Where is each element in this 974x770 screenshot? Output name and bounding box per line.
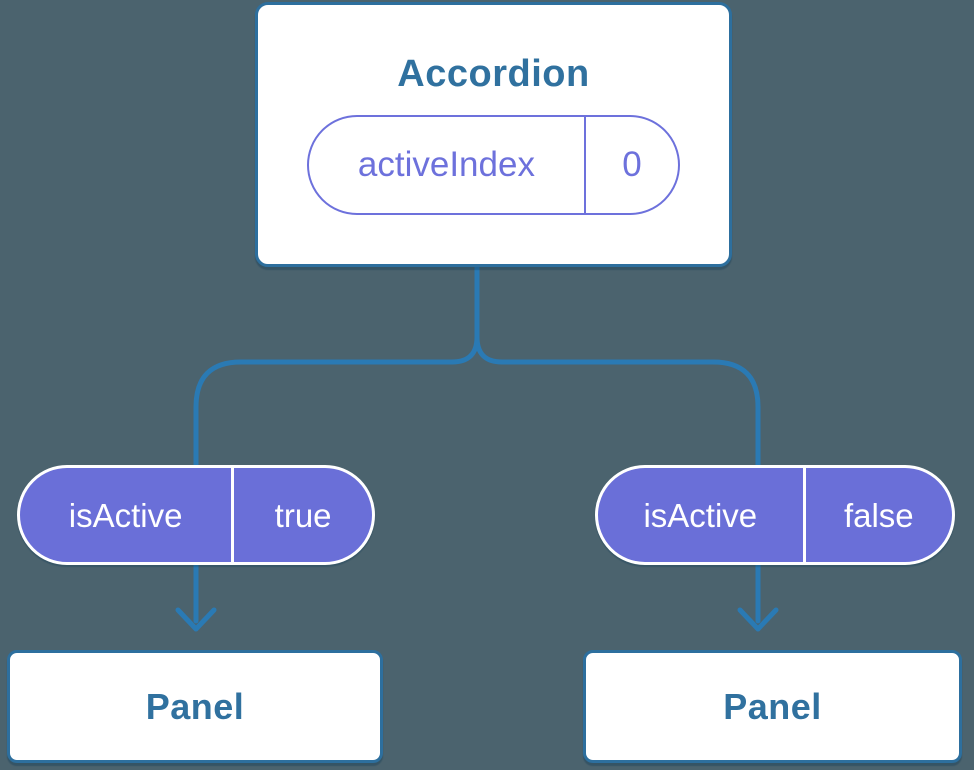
state-name: activeIndex [309, 116, 586, 213]
panel-component-box-left: Panel [7, 650, 383, 763]
prop-value: false [843, 496, 914, 534]
arrow-down-icon [737, 607, 779, 632]
prop-pill-right: isActive false [595, 465, 955, 565]
prop-value: true [274, 496, 332, 534]
panel-component-box-right: Panel [583, 650, 962, 763]
prop-name: isActive [598, 468, 806, 562]
arrow-down-icon [175, 607, 217, 632]
component-title: Panel [723, 685, 822, 727]
state-value: 0 [622, 145, 642, 184]
state-pill: activeIndex 0 [307, 114, 680, 215]
component-title: Accordion [397, 52, 590, 95]
connector-left-branch [193, 264, 480, 624]
prop-pill-left: isActive true [17, 465, 375, 565]
prop-name: isActive [20, 468, 235, 562]
component-title: Panel [145, 685, 245, 727]
connector-right-branch [474, 264, 761, 624]
accordion-component-box: Accordion activeIndex 0 [255, 2, 732, 267]
